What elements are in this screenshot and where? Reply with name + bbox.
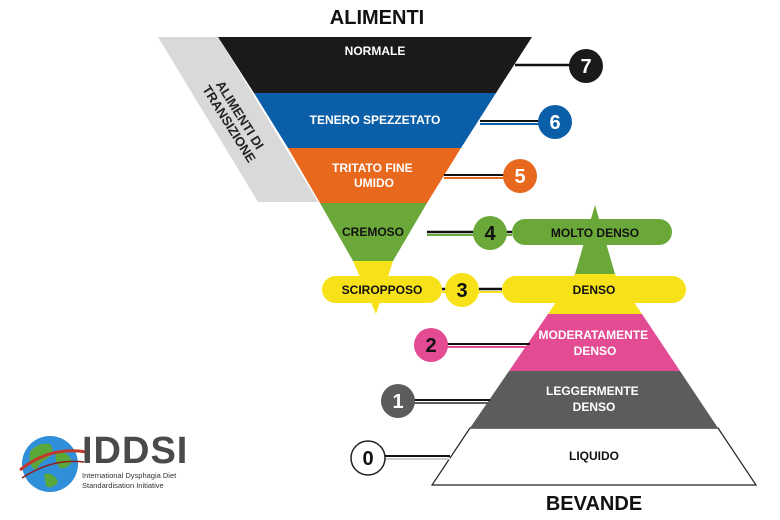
level-7-number: 7 bbox=[580, 56, 591, 78]
level-5-circle bbox=[503, 159, 537, 193]
drinks-title: BEVANDE bbox=[546, 493, 642, 515]
foods-title: ALIMENTI bbox=[330, 7, 424, 29]
level-5-number: 5 bbox=[514, 166, 525, 188]
level-6-label: TENERO SPEZZETATO bbox=[310, 113, 441, 127]
level-1-band bbox=[470, 371, 718, 428]
level-3-drink-pill bbox=[502, 276, 686, 303]
level-7-band bbox=[218, 37, 532, 93]
level-4-circle bbox=[473, 216, 507, 250]
level-2-label: MODERATAMENTE DENSO bbox=[539, 328, 652, 358]
level-5-band bbox=[288, 148, 461, 203]
level-3-food-pill bbox=[322, 276, 442, 303]
iddsi-globe-logo bbox=[19, 436, 87, 492]
level-1-circle bbox=[381, 384, 415, 418]
transition-foods-band bbox=[158, 37, 318, 202]
iddsi-logo-text: IDDSI International Dysphagia Diet Stand… bbox=[82, 432, 188, 490]
level-5-label: TRITATO FINE UMIDO bbox=[332, 161, 416, 190]
level-4-food-band bbox=[320, 203, 427, 261]
level-2-band bbox=[509, 314, 680, 371]
level-7-circle bbox=[569, 49, 603, 83]
level-1-label: LEGGERMENTE DENSO bbox=[546, 384, 642, 414]
level-4-drink-pill bbox=[512, 219, 672, 245]
level-7-label: NORMALE bbox=[345, 44, 406, 58]
level-0-number: 0 bbox=[362, 448, 373, 470]
level-6-circle bbox=[538, 105, 572, 139]
level-1-number: 1 bbox=[392, 391, 403, 413]
level-0-circle bbox=[350, 440, 386, 476]
level-2-circle bbox=[414, 328, 448, 362]
level-4-number: 4 bbox=[484, 223, 496, 245]
level-4-food-label: CREMOSO bbox=[342, 225, 404, 239]
logo-subtitle-line-1: International Dysphagia Diet bbox=[82, 471, 177, 480]
logo-title: IDDSI bbox=[82, 430, 189, 472]
level-3-number: 3 bbox=[456, 280, 467, 302]
level-6-band bbox=[254, 93, 496, 148]
level-2-number: 2 bbox=[425, 335, 436, 357]
level-6-number: 6 bbox=[549, 112, 560, 134]
logo-subtitle-line-2: Standardisation Initiative bbox=[82, 481, 164, 490]
level-3-drink-label: DENSO bbox=[573, 283, 616, 297]
level-3-circle bbox=[445, 273, 479, 307]
level-3-food-label: SCIROPPOSO bbox=[342, 283, 423, 297]
level-4-drink-label: MOLTO DENSO bbox=[551, 226, 639, 240]
level-0-label: LIQUIDO bbox=[569, 449, 619, 463]
